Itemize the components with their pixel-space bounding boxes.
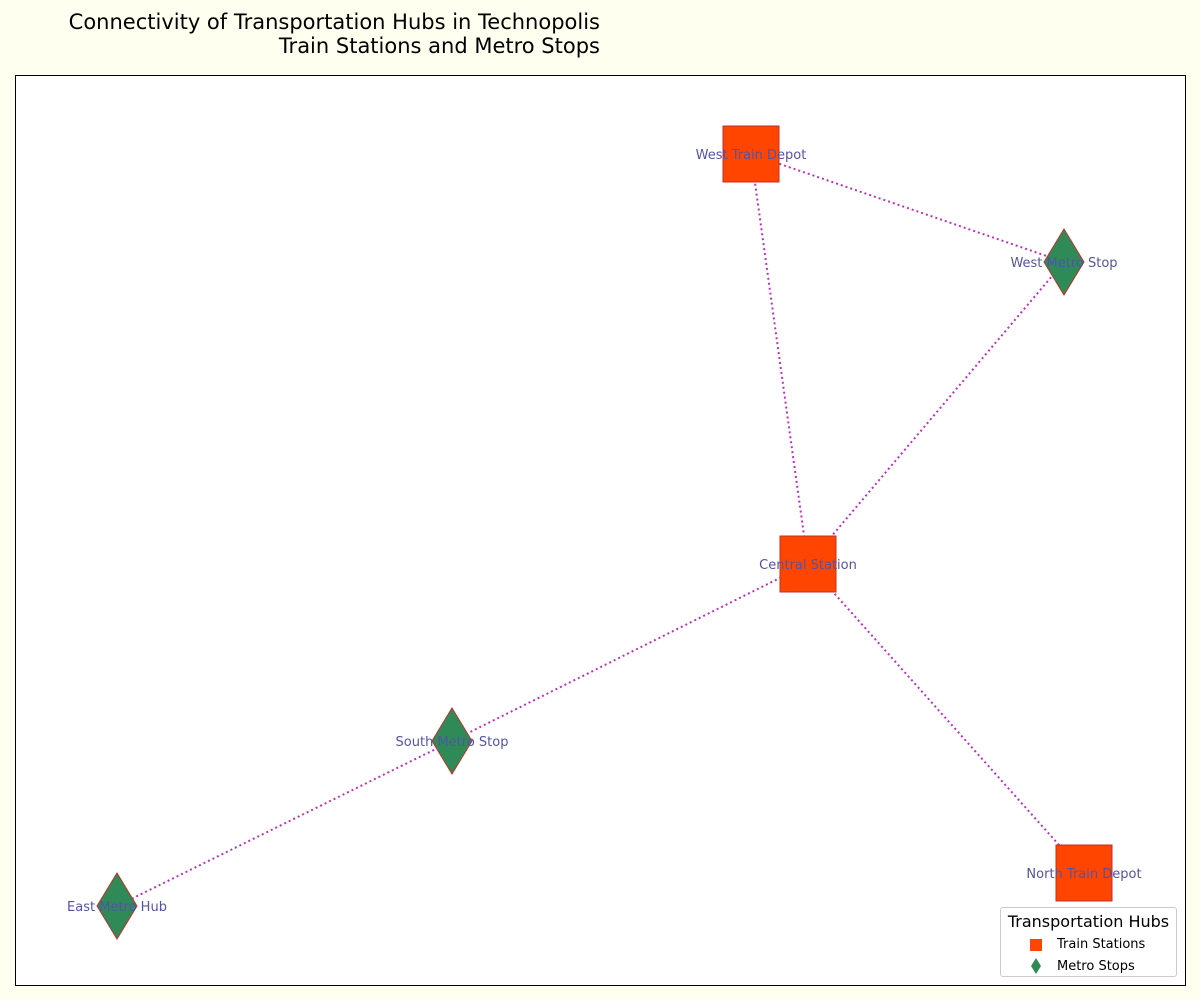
diamond-marker-icon [1031, 958, 1041, 974]
legend-title: Transportation Hubs [1007, 912, 1170, 931]
label-east-metro-hub: East Metro Hub [67, 900, 167, 915]
node-south-metro-stop [431, 707, 473, 775]
label-central-station: Central Station [759, 558, 857, 573]
node-west-train-depot [722, 125, 780, 183]
node-central-station [779, 535, 837, 593]
legend-label-train-stations: Train Stations [1057, 937, 1146, 952]
node-east-metro-hub [96, 872, 138, 940]
node-west-metro-stop [1043, 228, 1085, 296]
square-marker-icon [1030, 938, 1042, 951]
label-west-train-depot: West Train Depot [696, 148, 807, 163]
title-line-1: Connectivity of Transportation Hubs in T… [68, 10, 600, 34]
label-west-metro-stop: West Metro Stop [1010, 256, 1117, 271]
edge-central-station-to-south-metro-stop [451, 563, 809, 742]
legend-item-metro-stops: Metro Stops [1029, 957, 1135, 975]
edge-central-station-to-north-train-depot [807, 563, 1085, 874]
edge-west-train-depot-to-central-station [750, 153, 809, 565]
diagram-title: Connectivity of Transportation Hubs in T… [0, 10, 600, 58]
edges-layer [116, 153, 1085, 907]
nodes-layer [96, 125, 1113, 940]
title-line-2: Train Stations and Metro Stops [278, 34, 600, 58]
edge-south-metro-stop-to-east-metro-hub [116, 740, 453, 907]
edge-west-train-depot-to-west-metro-stop [750, 153, 1065, 263]
legend: Transportation Hubs Train Stations Metro… [1000, 907, 1177, 977]
legend-label-metro-stops: Metro Stops [1057, 958, 1135, 974]
label-south-metro-stop: South Metro Stop [396, 735, 509, 750]
edge-west-metro-stop-to-central-station [807, 261, 1065, 565]
label-north-train-depot: North Train Depot [1026, 867, 1141, 882]
legend-item-train-stations: Train Stations [1029, 937, 1145, 952]
node-north-train-depot [1055, 844, 1113, 902]
